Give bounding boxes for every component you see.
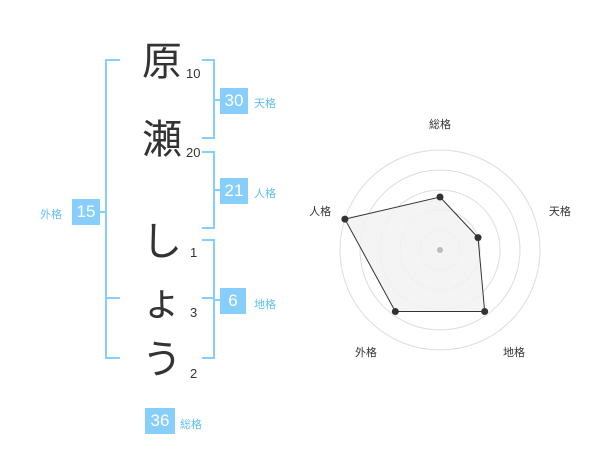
tenkaku-badge: 30 — [220, 88, 248, 114]
stroke-count-4: 3 — [190, 305, 198, 320]
radar-ring — [359, 169, 521, 331]
jinkaku-badge: 21 — [220, 178, 248, 204]
radar-axis-label-5: 人格 — [309, 204, 331, 218]
radar-polygon — [344, 196, 486, 312]
chikaku-label: 地格 — [254, 298, 276, 311]
name-char-2: 瀬 — [142, 117, 182, 163]
soukaku-badge: 36 — [145, 408, 175, 434]
radar-ring — [339, 149, 541, 351]
radar-point-2 — [474, 234, 482, 242]
gaikaku-label: 外格 — [40, 208, 62, 221]
radar-axis-label-4: 外格 — [355, 345, 377, 359]
name-char-3: し — [142, 219, 182, 265]
chikaku-badge: 6 — [220, 288, 246, 314]
gaikaku-badge: 15 — [72, 199, 100, 225]
radar-point-4 — [391, 307, 399, 315]
radar-axis-label-2: 天格 — [549, 204, 571, 218]
radar-axis-label-1: 総格 — [429, 117, 451, 131]
stroke-count-3: 1 — [190, 245, 198, 260]
tenkaku-label: 天格 — [254, 97, 276, 110]
radar-axis-label-3: 地格 — [503, 345, 525, 359]
stroke-count-1: 10 — [186, 66, 201, 81]
gaikaku-bracket — [105, 59, 120, 359]
radar-point-1 — [436, 193, 444, 201]
soukaku-label: 総格 — [180, 418, 202, 431]
radar-point-3 — [481, 307, 489, 315]
radar-point-5 — [341, 215, 349, 223]
name-char-1: 原 — [142, 39, 182, 85]
radar-center — [437, 247, 443, 253]
name-char-4: ょ — [142, 279, 182, 325]
stroke-count-5: 2 — [190, 366, 198, 381]
jinkaku-label: 人格 — [254, 187, 276, 200]
name-char-5: う — [142, 337, 182, 383]
stroke-count-2: 20 — [186, 145, 201, 160]
